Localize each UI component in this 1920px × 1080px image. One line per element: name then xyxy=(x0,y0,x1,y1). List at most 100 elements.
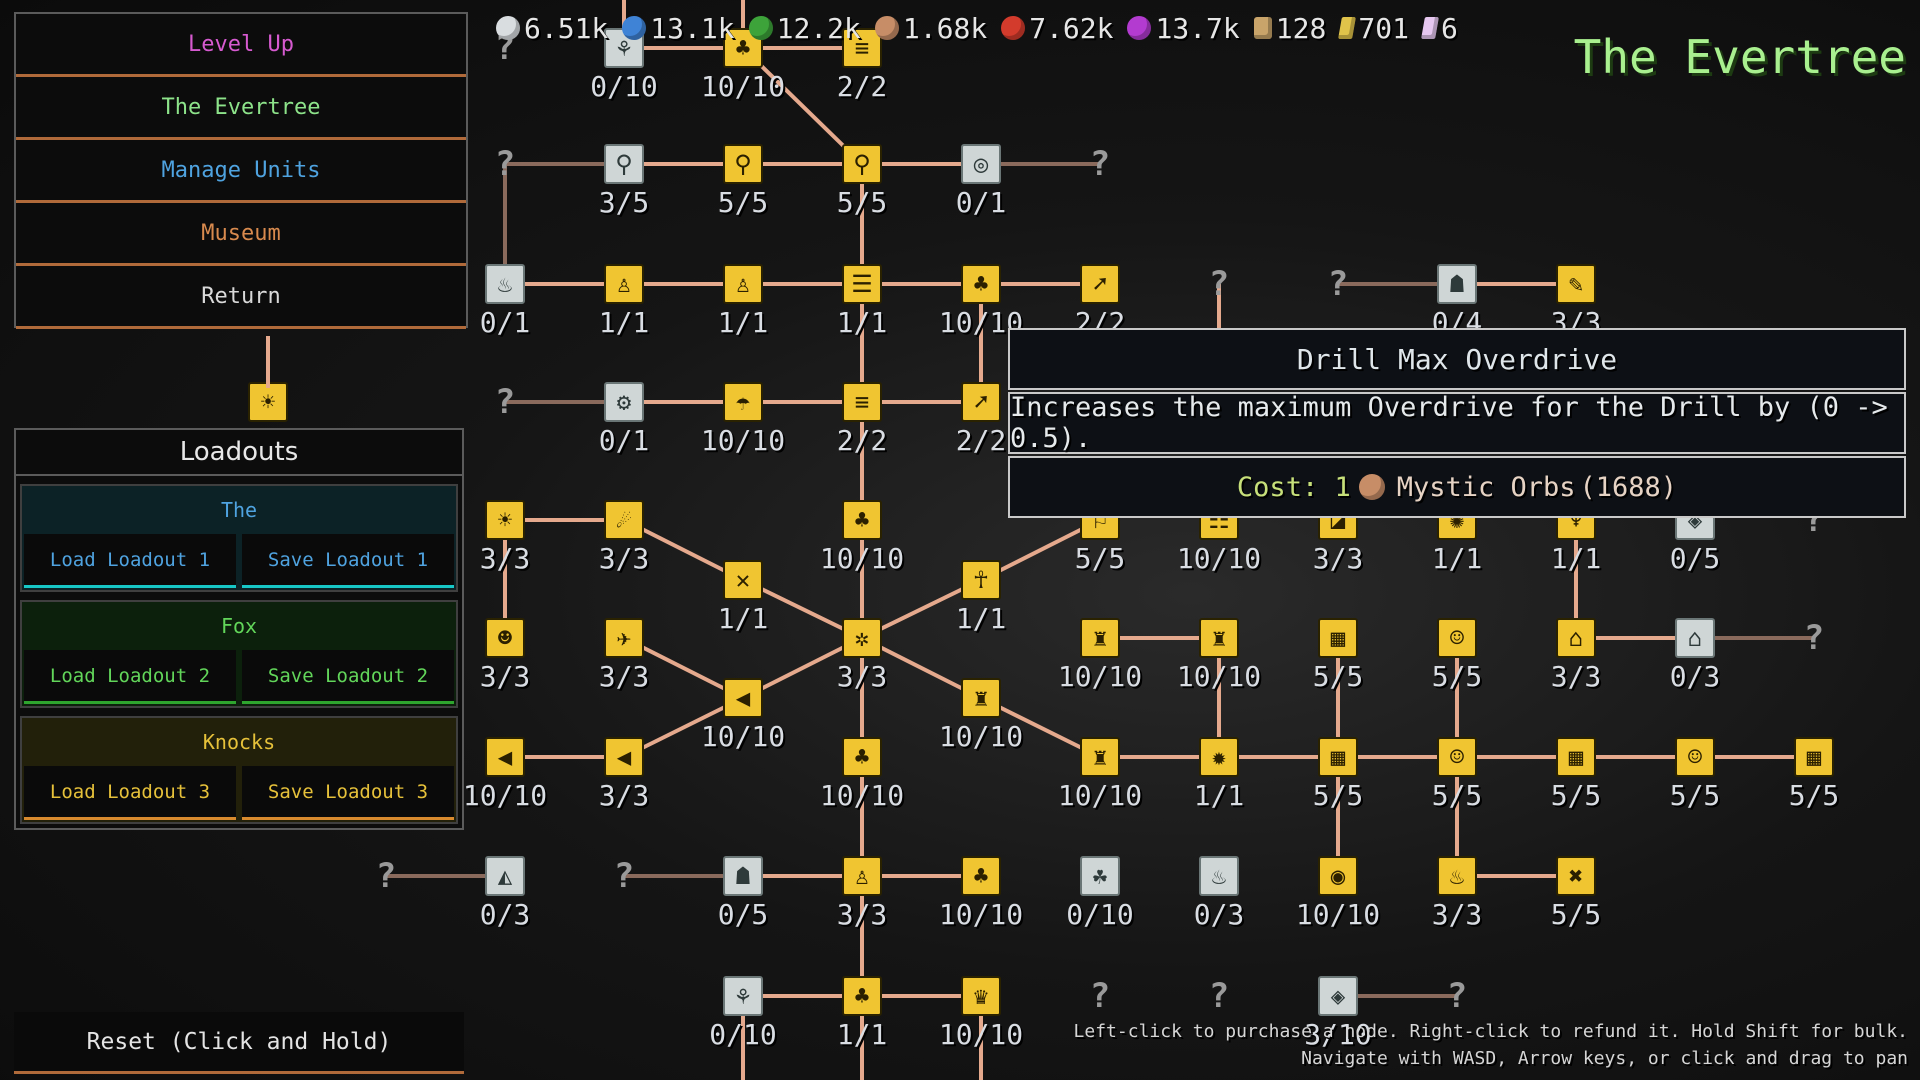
tree-node-r2c5[interactable]: ♣ xyxy=(961,264,1001,304)
load-loadout-button[interactable]: Load Loadout 3 xyxy=(24,766,236,820)
tree-node-r1c3[interactable]: ⚲ xyxy=(723,144,763,184)
node-level: 10/10 xyxy=(938,720,1024,753)
tree-node-r7c5[interactable]: ♜ xyxy=(961,678,1001,718)
load-loadout-button[interactable]: Load Loadout 2 xyxy=(24,650,236,704)
tree-node-r6c4[interactable]: ✲ xyxy=(842,618,882,658)
tree-node-r10c4[interactable]: ♣ xyxy=(842,976,882,1016)
mystic-orb-icon xyxy=(874,16,899,40)
tree-node-r3c3[interactable]: ☂ xyxy=(723,382,763,422)
unknown-node-icon[interactable]: ? xyxy=(613,856,635,896)
tree-node-r5c3[interactable]: ✕ xyxy=(723,560,763,600)
unknown-node-icon[interactable]: ? xyxy=(1089,144,1111,184)
tree-node-r2c3[interactable]: ♙ xyxy=(723,264,763,304)
menu-item-return[interactable]: Return xyxy=(16,266,466,329)
tree-node-r8c8[interactable]: ▦ xyxy=(1318,737,1358,777)
tree-node-r9c6[interactable]: ☘ xyxy=(1080,856,1120,896)
tree-node-r5c5[interactable]: ☥ xyxy=(961,560,1001,600)
unknown-node-icon[interactable]: ? xyxy=(1803,618,1825,658)
unknown-node-icon[interactable]: ? xyxy=(1208,976,1230,1016)
tree-node-r6c2[interactable]: ✈ xyxy=(604,618,644,658)
loadout-name: Knocks xyxy=(202,730,276,754)
tree-node-r0c4[interactable]: ≡ xyxy=(842,28,882,68)
unknown-node-icon[interactable]: ? xyxy=(375,856,397,896)
tree-node-r4c4[interactable]: ♣ xyxy=(842,500,882,540)
tree-node-r10c8[interactable]: ◈ xyxy=(1318,976,1358,1016)
unknown-node-icon[interactable]: ? xyxy=(494,382,516,422)
tree-node-r8c7[interactable]: ✹ xyxy=(1199,737,1239,777)
tree-node-r9c8[interactable]: ◉ xyxy=(1318,856,1358,896)
tree-node-r4c1[interactable]: ☀ xyxy=(485,500,525,540)
tree-node-r9c9[interactable]: ♨ xyxy=(1437,856,1477,896)
help-text: Left-click to purchase a node. Right-cli… xyxy=(1074,1018,1908,1072)
tree-node-r0c3[interactable]: ♣ xyxy=(723,28,763,68)
load-loadout-button[interactable]: Load Loadout 1 xyxy=(24,534,236,588)
unknown-node-icon[interactable]: ? xyxy=(1446,976,1468,1016)
tree-node-r9c4[interactable]: ♙ xyxy=(842,856,882,896)
tree-node-r2c1[interactable]: ♨ xyxy=(485,264,525,304)
menu-item-the-evertree[interactable]: The Evertree xyxy=(16,77,466,140)
tree-node-r9c3[interactable]: ☗ xyxy=(723,856,763,896)
tree-node-r2c6[interactable]: ➚ xyxy=(1080,264,1120,304)
tree-node-r2c2[interactable]: ♙ xyxy=(604,264,644,304)
tree-node-r4c2[interactable]: ☄ xyxy=(604,500,644,540)
node-level: 1/1 xyxy=(836,1018,888,1051)
save-loadout-button[interactable]: Save Loadout 2 xyxy=(242,650,454,704)
tree-node-r6c7[interactable]: ♜ xyxy=(1199,618,1239,658)
node-level: 1/1 xyxy=(1550,542,1602,575)
node-level: 5/5 xyxy=(1074,542,1126,575)
unknown-node-icon[interactable]: ? xyxy=(1208,264,1230,304)
tree-node-r8c6[interactable]: ♜ xyxy=(1080,737,1120,777)
tree-node-r2c4[interactable]: ☰ xyxy=(842,264,882,304)
tree-node-r8c10[interactable]: ▦ xyxy=(1556,737,1596,777)
tree-node-r1c5[interactable]: ◎ xyxy=(961,144,1001,184)
tree-node-r7c3[interactable]: ◀ xyxy=(723,678,763,718)
tree-node-r1c2[interactable]: ⚲ xyxy=(604,144,644,184)
tree-node-r9c7[interactable]: ♨ xyxy=(1199,856,1239,896)
unknown-node-icon[interactable]: ? xyxy=(1327,264,1349,304)
unknown-node-icon[interactable]: ? xyxy=(1089,976,1111,1016)
node-level: 3/3 xyxy=(836,660,888,693)
reset-button[interactable]: Reset (Click and Hold) xyxy=(14,1012,464,1074)
tooltip-description: Increases the maximum Overdrive for the … xyxy=(1008,392,1906,454)
tree-node-r3c2[interactable]: ⚙ xyxy=(604,382,644,422)
tree-node-r6c6[interactable]: ♜ xyxy=(1080,618,1120,658)
resource-item: 13.7k xyxy=(1127,12,1240,45)
tree-node-r10c5[interactable]: ♛ xyxy=(961,976,1001,1016)
tree-node-r2c10[interactable]: ✎ xyxy=(1556,264,1596,304)
tree-node-r9c10[interactable]: ✖ xyxy=(1556,856,1596,896)
tree-node-r8c9[interactable]: ☺ xyxy=(1437,737,1477,777)
tree-node-r1c4[interactable]: ⚲ xyxy=(842,144,882,184)
tree-node-r6c1[interactable]: ☻ xyxy=(485,618,525,658)
tree-node-r8c11[interactable]: ☺ xyxy=(1675,737,1715,777)
tree-node-r9c1[interactable]: ◭ xyxy=(485,856,525,896)
tree-node-r6c8[interactable]: ▦ xyxy=(1318,618,1358,658)
tree-node-r8c12[interactable]: ▦ xyxy=(1794,737,1834,777)
menu-item-level-up[interactable]: Level Up xyxy=(16,14,466,77)
save-loadout-button[interactable]: Save Loadout 3 xyxy=(242,766,454,820)
tree-node-r8c4[interactable]: ♣ xyxy=(842,737,882,777)
node-level: 3/3 xyxy=(1312,542,1364,575)
tree-node-r6c10[interactable]: ⌂ xyxy=(1556,618,1596,658)
tree-node-left[interactable]: ☀ xyxy=(248,382,288,422)
unknown-node-icon[interactable]: ? xyxy=(494,144,516,184)
resource-value: 6 xyxy=(1440,11,1458,45)
tree-node-r3c5[interactable]: ➚ xyxy=(961,382,1001,422)
tree-node-r8c1[interactable]: ◀ xyxy=(485,737,525,777)
node-level: 10/10 xyxy=(462,779,548,812)
tree-node-r8c2[interactable]: ◀ xyxy=(604,737,644,777)
tree-node-r0c2[interactable]: ⚘ xyxy=(604,28,644,68)
tree-node-r3c4[interactable]: ≡ xyxy=(842,382,882,422)
save-loadout-button[interactable]: Save Loadout 1 xyxy=(242,534,454,588)
tree-node-r6c11[interactable]: ⌂ xyxy=(1675,618,1715,658)
menu-item-museum[interactable]: Museum xyxy=(16,203,466,266)
menu-item-manage-units[interactable]: Manage Units xyxy=(16,140,466,203)
tree-node-r6c9[interactable]: ☺ xyxy=(1437,618,1477,658)
tree-node-r9c5[interactable]: ♣ xyxy=(961,856,1001,896)
resource-item: 7.62k xyxy=(1001,12,1113,45)
white-orb-icon xyxy=(496,16,520,40)
tree-node-r10c3[interactable]: ⚘ xyxy=(723,976,763,1016)
tree-node-r2c9[interactable]: ☗ xyxy=(1437,264,1477,304)
